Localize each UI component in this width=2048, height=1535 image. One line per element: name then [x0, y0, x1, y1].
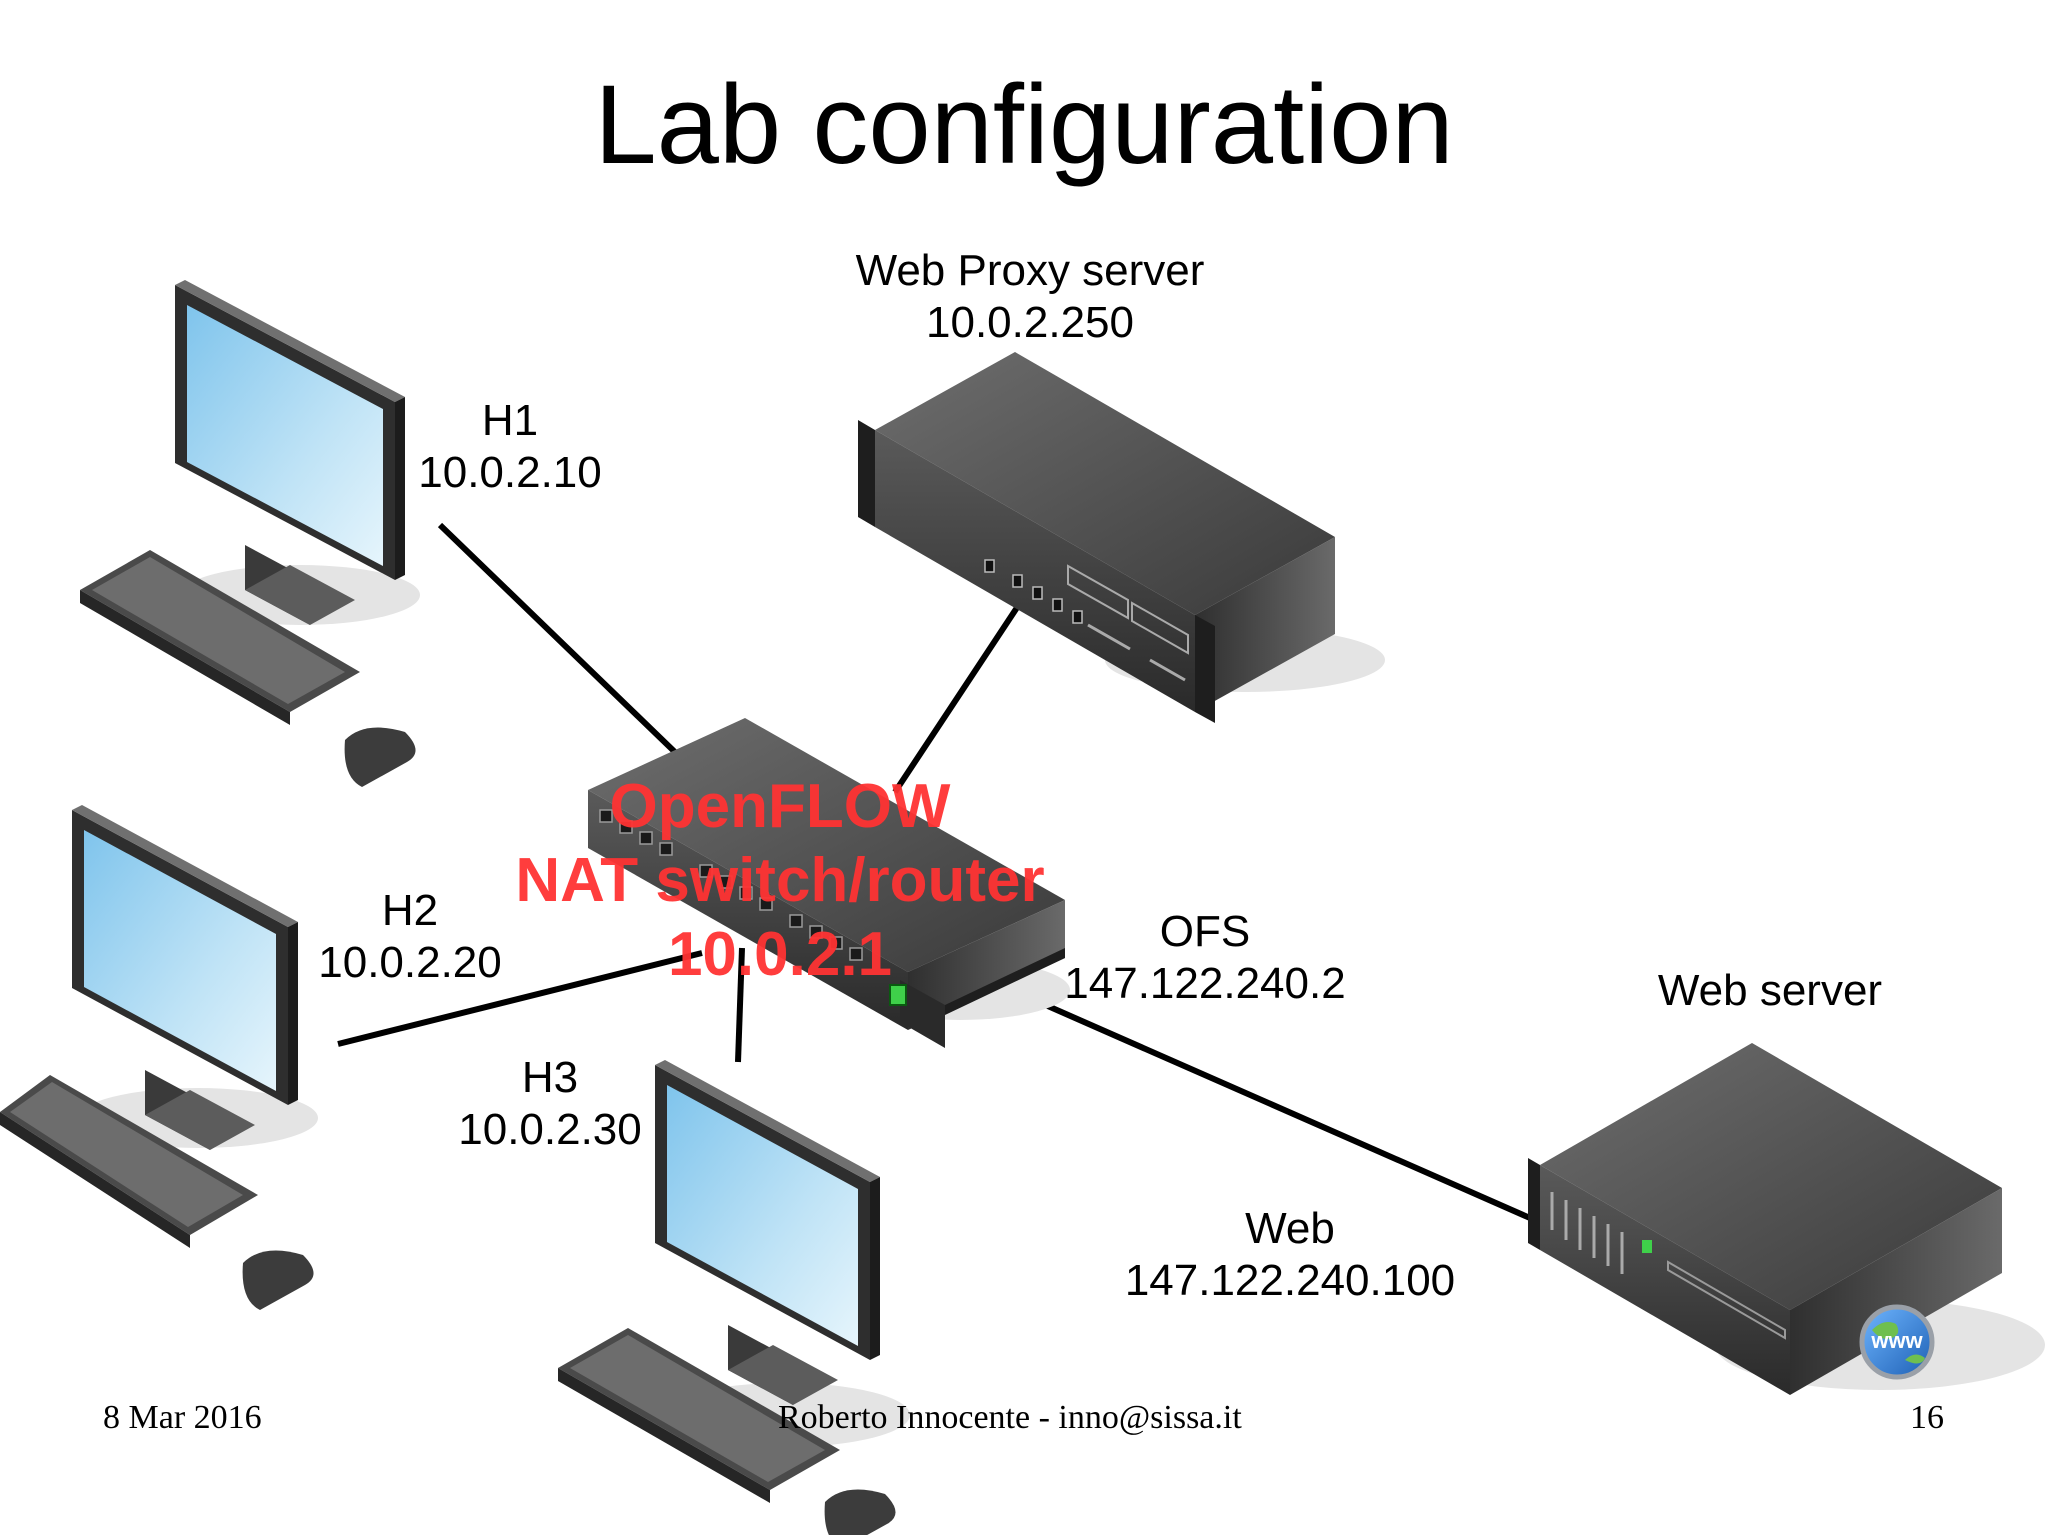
link-proxy — [892, 598, 1025, 794]
webserver-label: Web server — [1620, 965, 1920, 1017]
switch-label: OpenFLOW NAT switch/router 10.0.2.1 — [470, 770, 1090, 992]
desktop-computer-icon — [0, 805, 318, 1310]
h1-ip: 10.0.2.10 — [418, 448, 602, 497]
network-switch-icon — [588, 718, 1070, 1048]
h2-ip: 10.0.2.20 — [318, 938, 502, 987]
proxy-name: Web Proxy server — [855, 246, 1205, 295]
switch-line2: NAT switch/router — [515, 846, 1045, 915]
h2-name: H2 — [381, 886, 439, 935]
tower-server-icon — [1528, 1043, 2045, 1395]
link-webserver — [998, 982, 1532, 1221]
h3-label: H3 10.0.2.30 — [440, 1052, 660, 1156]
ofs-ip: 147.122.240.2 — [1064, 959, 1346, 1008]
rack-server-icon — [858, 352, 1385, 723]
slide-title: Lab configuration — [594, 62, 1454, 187]
link-h1 — [437, 522, 681, 758]
switch-line1: OpenFLOW — [609, 772, 951, 841]
globe-badge-text: www — [1871, 1328, 1923, 1353]
desktop-computer-icon — [80, 280, 420, 787]
h2-label: H2 10.0.2.20 — [300, 885, 520, 989]
h3-name: H3 — [521, 1053, 579, 1102]
h1-name: H1 — [481, 396, 539, 445]
footer-author: Roberto Innocente - inno@sissa.it — [778, 1399, 1242, 1436]
link-h2 — [337, 950, 703, 1047]
web-ip: 147.122.240.100 — [1124, 1256, 1456, 1305]
desktop-computer-icon — [558, 1060, 910, 1535]
link-h3 — [735, 947, 745, 1063]
h3-ip: 10.0.2.30 — [458, 1105, 642, 1154]
switch-ip: 10.0.2.1 — [667, 920, 893, 989]
web-label: Web 147.122.240.100 — [1100, 1203, 1480, 1307]
proxy-label: Web Proxy server 10.0.2.250 — [830, 245, 1230, 349]
globe-icon — [1859, 1304, 1935, 1380]
h1-label: H1 10.0.2.10 — [400, 395, 620, 499]
ofs-label: OFS 147.122.240.2 — [1045, 906, 1365, 1010]
footer-page-number: 16 — [1910, 1399, 1944, 1436]
proxy-ip: 10.0.2.250 — [926, 298, 1134, 347]
web-name: Web — [1245, 1204, 1335, 1253]
ofs-name: OFS — [1159, 907, 1251, 956]
webserver-name: Web server — [1657, 966, 1883, 1015]
footer-date: 8 Mar 2016 — [103, 1399, 262, 1436]
